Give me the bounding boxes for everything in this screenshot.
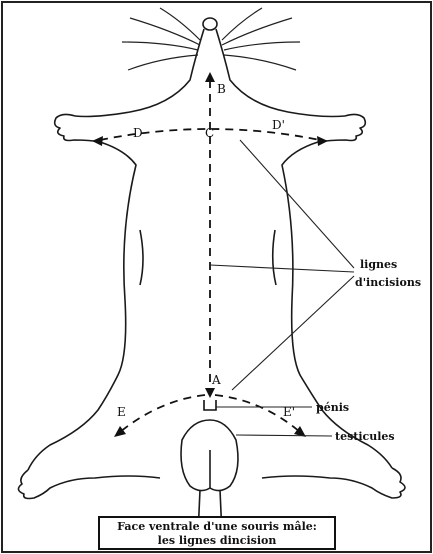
label-d: D bbox=[133, 126, 143, 140]
label-e-prime: E' bbox=[283, 405, 295, 419]
arrow-d-prime bbox=[317, 136, 328, 146]
arrow-b bbox=[205, 72, 215, 82]
arrow-a bbox=[205, 388, 215, 398]
pointer-lines bbox=[210, 140, 354, 436]
penis-marker bbox=[204, 400, 216, 410]
label-c: C bbox=[205, 126, 214, 140]
incision-lines-label-line2: d'incisions bbox=[355, 276, 421, 289]
label-a: A bbox=[211, 373, 221, 387]
caption-line-1: Face ventrale d'une souris mâle: bbox=[100, 520, 334, 534]
figure-caption: Face ventrale d'une souris mâle: les lig… bbox=[98, 516, 336, 550]
mouse-outline bbox=[18, 18, 405, 535]
arrow-d bbox=[92, 136, 103, 146]
incision-lines-label-line1: lignes bbox=[360, 258, 397, 271]
label-d-prime: D' bbox=[272, 118, 285, 132]
penis-label: pénis bbox=[316, 401, 349, 414]
testicles-label: testicules bbox=[335, 430, 395, 443]
nose bbox=[203, 18, 217, 30]
label-e: E bbox=[117, 405, 126, 419]
caption-line-2: les lignes dincision bbox=[100, 534, 334, 548]
label-b: B bbox=[217, 82, 226, 96]
